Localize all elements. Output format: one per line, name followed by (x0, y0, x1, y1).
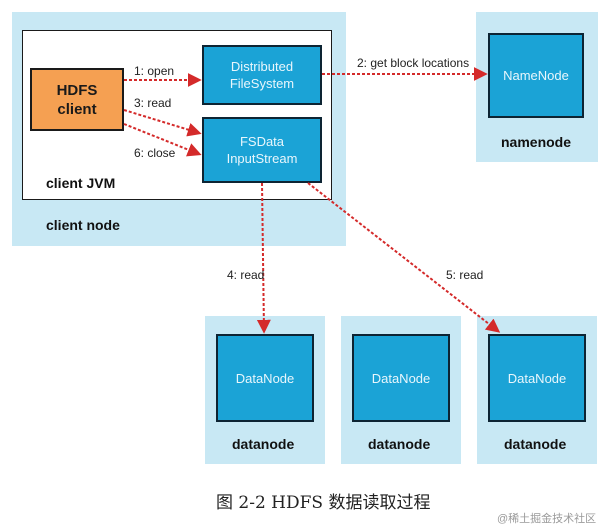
hdfs-client-node: HDFS client (30, 68, 124, 131)
watermark: @稀土掘金技术社区 (497, 513, 597, 525)
datanode-label-1: datanode (232, 436, 295, 452)
datanode-node-1-label: DataNode (235, 370, 295, 386)
datanode-node-3: DataNode (488, 334, 586, 422)
namenode-node-label: NameNode (503, 68, 569, 83)
edge-read3-label: 3: read (134, 96, 172, 110)
figure-caption: 图 2-2 HDFS 数据读取过程 (216, 493, 431, 513)
hdfs-client-line1: HDFS (56, 81, 98, 99)
datanode-node-2: DataNode (352, 334, 450, 422)
fsdata-inputstream-node: FSData InputStream (202, 117, 322, 183)
edge-read-client (123, 109, 202, 137)
datanode-label-2: datanode (368, 436, 431, 452)
hdfs-client-line2: client (57, 100, 97, 118)
namenode-label: namenode (501, 134, 572, 150)
distributed-fs-line2: FileSystem (229, 76, 295, 91)
distributed-filesystem-node: Distributed FileSystem (202, 45, 322, 105)
edge-open-label: 1: open (134, 64, 175, 78)
edge-read-datanode-1 (256, 182, 271, 334)
edge-read4-label: 4: read (227, 268, 265, 282)
edge-get-block-locations-label: 2: get block locations (357, 56, 470, 70)
edge-read-datanode-3 (307, 182, 501, 333)
client-jvm-label: client JVM (46, 175, 116, 191)
distributed-fs-line1: Distributed (230, 59, 294, 74)
fsdata-stream-line2: InputStream (226, 151, 298, 166)
client-node-label: client node (46, 217, 120, 233)
datanode-node-2-label: DataNode (371, 370, 431, 386)
datanode-node-3-label: DataNode (507, 370, 567, 386)
edge-read5-label: 5: read (446, 268, 484, 282)
namenode-node: NameNode (488, 33, 584, 118)
edge-close-label: 6: close (134, 146, 176, 160)
datanode-node-1: DataNode (216, 334, 314, 422)
fsdata-stream-line1: FSData (239, 134, 285, 149)
edge-close (123, 123, 202, 157)
datanode-label-3: datanode (504, 436, 567, 452)
